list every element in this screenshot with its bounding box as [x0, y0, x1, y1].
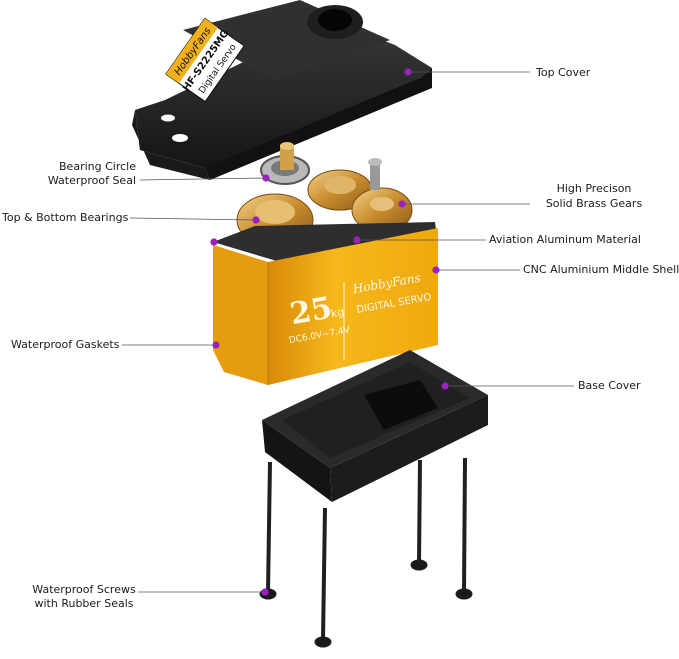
screws — [260, 458, 472, 647]
marker-screws — [261, 588, 268, 595]
marker-bearing-seal — [262, 174, 269, 181]
callout-bearing-seal-line2: Waterproof Seal — [20, 174, 136, 188]
marker-brass-gears — [398, 200, 405, 207]
marker-bearings — [252, 216, 259, 223]
marker-base-cover — [441, 382, 448, 389]
callout-brass-gears-line2: Solid Brass Gears — [526, 197, 662, 211]
callout-top-cover: Top Cover — [536, 66, 590, 80]
shell-torque: 25 — [287, 291, 334, 333]
callout-gaskets: Waterproof Gaskets — [11, 338, 119, 352]
callout-bearing-seal-line1: Bearing Circle — [20, 160, 136, 174]
callout-bearings: Top & Bottom Bearings — [2, 211, 128, 225]
callout-screws-line1: Waterproof Screws — [24, 583, 144, 597]
marker-gasket-top — [210, 238, 217, 245]
marker-top-cover — [404, 68, 411, 75]
callout-aviation: Aviation Aluminum Material — [489, 233, 641, 247]
marker-aviation — [353, 236, 360, 243]
callout-screws-line2: with Rubber Seals — [24, 597, 144, 611]
marker-gasket-bottom — [212, 341, 219, 348]
marker-cnc-shell — [432, 266, 439, 273]
callout-base-cover: Base Cover — [578, 379, 641, 393]
callout-cnc-shell: CNC Aluminium Middle Shell — [523, 263, 679, 277]
callout-brass-gears-line1: High Precison — [526, 182, 662, 196]
shell-unit: kg — [330, 305, 345, 320]
